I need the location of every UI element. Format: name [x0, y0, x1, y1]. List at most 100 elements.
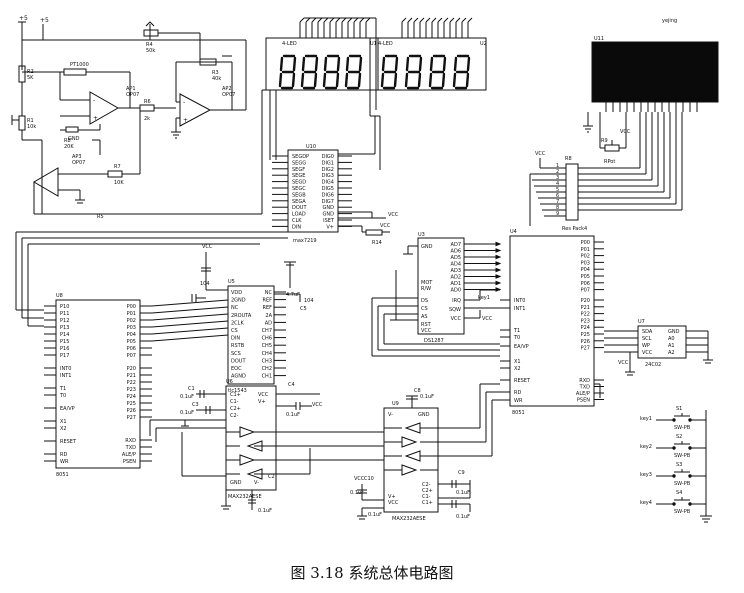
ap3-part: OP07 [72, 160, 85, 166]
figure-caption: 图 3.18 系统总体电路图 [290, 564, 454, 582]
mcu-right-pin-left: INT0 [514, 298, 525, 304]
adc-pin-right: AD [265, 320, 272, 326]
bus-arrow [495, 280, 502, 286]
seven-segment-digit [278, 54, 297, 90]
vcc-label-max7219: VCC [388, 212, 399, 218]
rtc-ds1287: U3 DS1287 GNDMOTR/WDSCSASRSTVCCAD7AD6AD5… [390, 232, 493, 344]
respack-pin-number: 6 [556, 193, 559, 199]
mcu-right-pin-left: WR [514, 398, 523, 404]
analog-front-end: +5 +5 R2 5K R1 10k PT1000 - + AP1 OP07 [11, 15, 262, 220]
eeprom-24c02: U7 24C02 SDA SCL WP VCC GND A0 A1 A2 VCC [604, 319, 713, 376]
eeprom-pin-wp: WP [642, 343, 650, 349]
resistor-pt1000 [63, 68, 87, 76]
rtc-pin-right: AD3 [451, 268, 461, 274]
led-left-ref: U1 [370, 41, 377, 47]
mcu-right-pin-right: P20 [581, 298, 590, 304]
max232-right: U9 MAX232AESE V- GND C2- C2+ C1- C1+ V+ … [350, 388, 471, 522]
adc-pin-right: CH1 [262, 374, 272, 380]
eeprom-pin-scl: SCL [642, 336, 652, 342]
bus-arrow [495, 261, 502, 266]
r6-label: R6 [144, 99, 151, 105]
max7219-pin-right: DIG5 [322, 186, 334, 192]
max232-right-pin-gnd: GND [418, 412, 430, 418]
max232-left: U6 MAX232AESE C1+ C1- C2+ C2- VCC V+ GND… [180, 379, 323, 514]
eeprom-pin-sda: SDA [642, 329, 653, 335]
mcu-right-pin-right: P24 [581, 325, 590, 331]
mcu-right-pin-right: P02 [581, 254, 590, 260]
cap-c1-v: 0.1uF [180, 394, 194, 400]
respack-pin-number: 2 [556, 169, 559, 175]
adc-pin-right: CH3 [262, 358, 272, 364]
rpot-label: RPot [604, 159, 615, 165]
line-driver-buffer [401, 464, 418, 476]
line-driver-buffer [401, 436, 418, 448]
key-ref-label: S1 [676, 406, 682, 412]
mcu-left-pin-right: P06 [127, 346, 136, 352]
rtc-ref: U3 [418, 232, 425, 238]
max7219-ref: U10 [306, 144, 316, 150]
line-driver-buffer [404, 422, 421, 434]
rtc-pin-left: AS [421, 314, 428, 320]
max232-left-pin-gnd: GND [230, 480, 242, 486]
eeprom-pin-a1: A1 [668, 343, 675, 349]
max7219-pin-right: DIG3 [322, 173, 334, 179]
max232-left-pin-vm: V- [254, 480, 259, 486]
mcu-left-pin-right: P01 [127, 311, 136, 317]
mcu-right-part: 8051 [512, 410, 525, 416]
mcu-adc-link [151, 313, 229, 321]
mcu-left-pin-right: PSEN [123, 459, 136, 465]
seven-segment-digit [344, 54, 363, 90]
svg-text:104: 104 [200, 281, 210, 287]
adc-pin-left: NC [231, 305, 239, 311]
r7-value: 10K [114, 180, 124, 186]
adc-pin-left: CS [231, 328, 238, 334]
rtc-pin-right: SQW [449, 307, 461, 313]
max7219-pin-right: GND [323, 212, 335, 218]
led-right-ref: U2 [480, 41, 487, 47]
key-net-label: key4 [640, 500, 652, 506]
mcu-left-pin-left: P12 [60, 318, 69, 324]
rtc-chip [417, 237, 465, 335]
mcu-right-ref: U4 [510, 229, 517, 235]
r3-value: 40k [212, 76, 221, 82]
lcd-label: yejing [662, 18, 677, 24]
max7219-pin-left: LOAD [292, 212, 306, 218]
cap-c8: C8 [414, 388, 421, 394]
rtc-pin-left: CS [421, 306, 428, 312]
vcc-label-respack: VCC [535, 151, 546, 157]
max7219-pin-right: V+ [326, 224, 334, 230]
eeprom-pin-a2: A2 [668, 350, 675, 356]
mcu-left-pin-right: P07 [127, 353, 136, 359]
rtc-pin-left: R/W [421, 286, 431, 292]
key-ref-label: S4 [676, 490, 682, 496]
resistor-r4 [143, 29, 159, 37]
rtc-pin-right: AD6 [451, 249, 461, 255]
mcu-adc-link [151, 320, 229, 328]
max232-left-pin-vcc: VCC [258, 392, 269, 398]
adc-pin-right: NC [265, 290, 273, 296]
rtc-pin-right: AD1 [451, 281, 461, 287]
r8-value: 20K [64, 144, 74, 150]
mcu-right-pin-right: P25 [581, 332, 590, 338]
ap3-label: AP3 [72, 154, 82, 160]
respack-pin-number: 1 [556, 163, 559, 169]
max232-left-ref: U6 [226, 379, 233, 385]
mcu-right-pin-left: RESET [514, 378, 531, 384]
vcc-label-lcd: VCC [620, 129, 631, 135]
respack-ref: R8 [565, 156, 572, 162]
bus-arrow [495, 248, 502, 253]
respack-pin-number: 9 [556, 211, 559, 217]
led-pin-wire [335, 17, 341, 23]
vcc-label-rtc: VCC [482, 316, 493, 322]
svg-text:-: - [93, 97, 95, 104]
resistor-r14 [365, 229, 383, 236]
rtc-pin-right: AD0 [451, 288, 461, 294]
cap-c8-v: 0.1uF [420, 394, 434, 400]
adc-pin-right: CH6 [262, 336, 272, 342]
serial-crosslinks [149, 383, 601, 477]
key-type-label: SW-PB [674, 453, 691, 459]
max232-right-pin-c1m: C1- [422, 494, 431, 500]
respack-pin-number: 4 [556, 181, 559, 187]
eeprom-chip [637, 325, 687, 359]
